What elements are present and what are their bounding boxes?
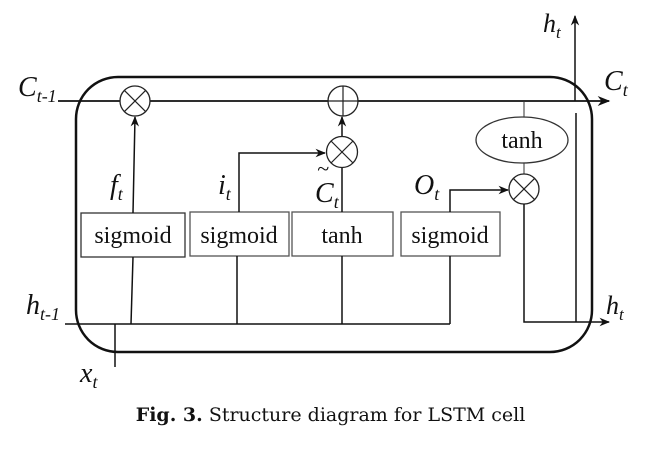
forget-gate-output-label: ft bbox=[110, 170, 124, 204]
cell-tanh-ellipse bbox=[475, 116, 569, 164]
c-prev-label: Ct-1 bbox=[18, 72, 57, 106]
h-top-label: ht bbox=[543, 9, 562, 42]
figure-caption-text: Structure diagram for LSTM cell bbox=[208, 404, 526, 426]
h-prev-label: ht-1 bbox=[26, 290, 60, 324]
output-gate-label: sigmoid bbox=[411, 223, 488, 249]
output-gate-output-label: Ot bbox=[414, 170, 440, 204]
input-multiply-node bbox=[325, 135, 359, 169]
input-gate-label: sigmoid bbox=[200, 223, 277, 249]
c-out-label: Ct bbox=[604, 66, 629, 100]
input-gate-arrow bbox=[238, 148, 327, 212]
output-gate-box bbox=[400, 211, 501, 257]
x-input-label: xt bbox=[79, 358, 98, 392]
candidate-gate-box bbox=[291, 211, 394, 257]
add-node bbox=[327, 85, 359, 117]
forget-gate-arrow bbox=[130, 115, 140, 214]
output-multiply-node bbox=[508, 173, 540, 205]
hidden-output-arrow bbox=[523, 204, 611, 327]
input-gate-box bbox=[189, 211, 290, 257]
cell-boundary bbox=[74, 75, 594, 354]
h-right-label: ht bbox=[606, 291, 625, 324]
figure-number: Fig. 3. bbox=[135, 404, 203, 426]
candidate-output-label: Ct bbox=[315, 178, 340, 212]
candidate-gate-label: tanh bbox=[321, 223, 362, 249]
forget-gate-label: sigmoid bbox=[94, 223, 171, 249]
figure-caption: Fig. 3. Structure diagram for LSTM cell bbox=[0, 404, 661, 426]
cell-tanh-label: tanh bbox=[501, 128, 542, 154]
forget-gate-box bbox=[80, 212, 186, 258]
forget-multiply-node bbox=[119, 85, 151, 117]
input-gate-output-label: it bbox=[218, 170, 232, 204]
candidate-tilde-label: ~ bbox=[317, 156, 329, 181]
output-gate-arrow bbox=[449, 185, 510, 212]
forget-gate-input bbox=[130, 256, 134, 325]
